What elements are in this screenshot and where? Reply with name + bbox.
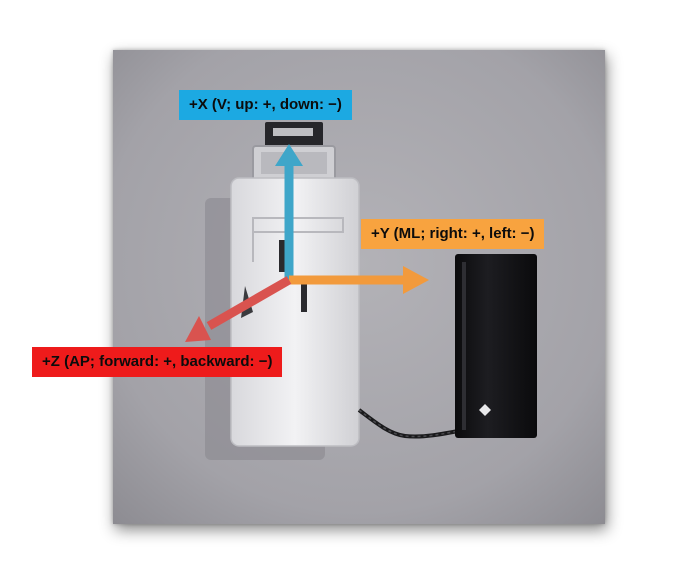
z-axis-arrow-shaft: [206, 276, 292, 330]
x-axis-label: +X (V; up: +, down: −): [179, 90, 352, 120]
device-panel-line: [252, 217, 344, 233]
device-photo: [113, 50, 605, 524]
device-switch: [279, 240, 287, 272]
device-slot: [301, 276, 307, 312]
z-axis-arrow-head: [185, 316, 211, 342]
case-logo: [479, 404, 491, 416]
z-axis-label: +Z (AP; forward: +, backward: −): [32, 347, 283, 377]
black-case: [455, 254, 537, 438]
connector-label: [273, 128, 313, 136]
y-axis-arrow-head: [403, 266, 429, 294]
y-axis-label: +Y (ML; right: +, left: −): [361, 219, 545, 249]
device-photo-scene: [113, 50, 605, 524]
x-axis-arrow-head: [275, 144, 303, 166]
cable: [357, 408, 464, 439]
